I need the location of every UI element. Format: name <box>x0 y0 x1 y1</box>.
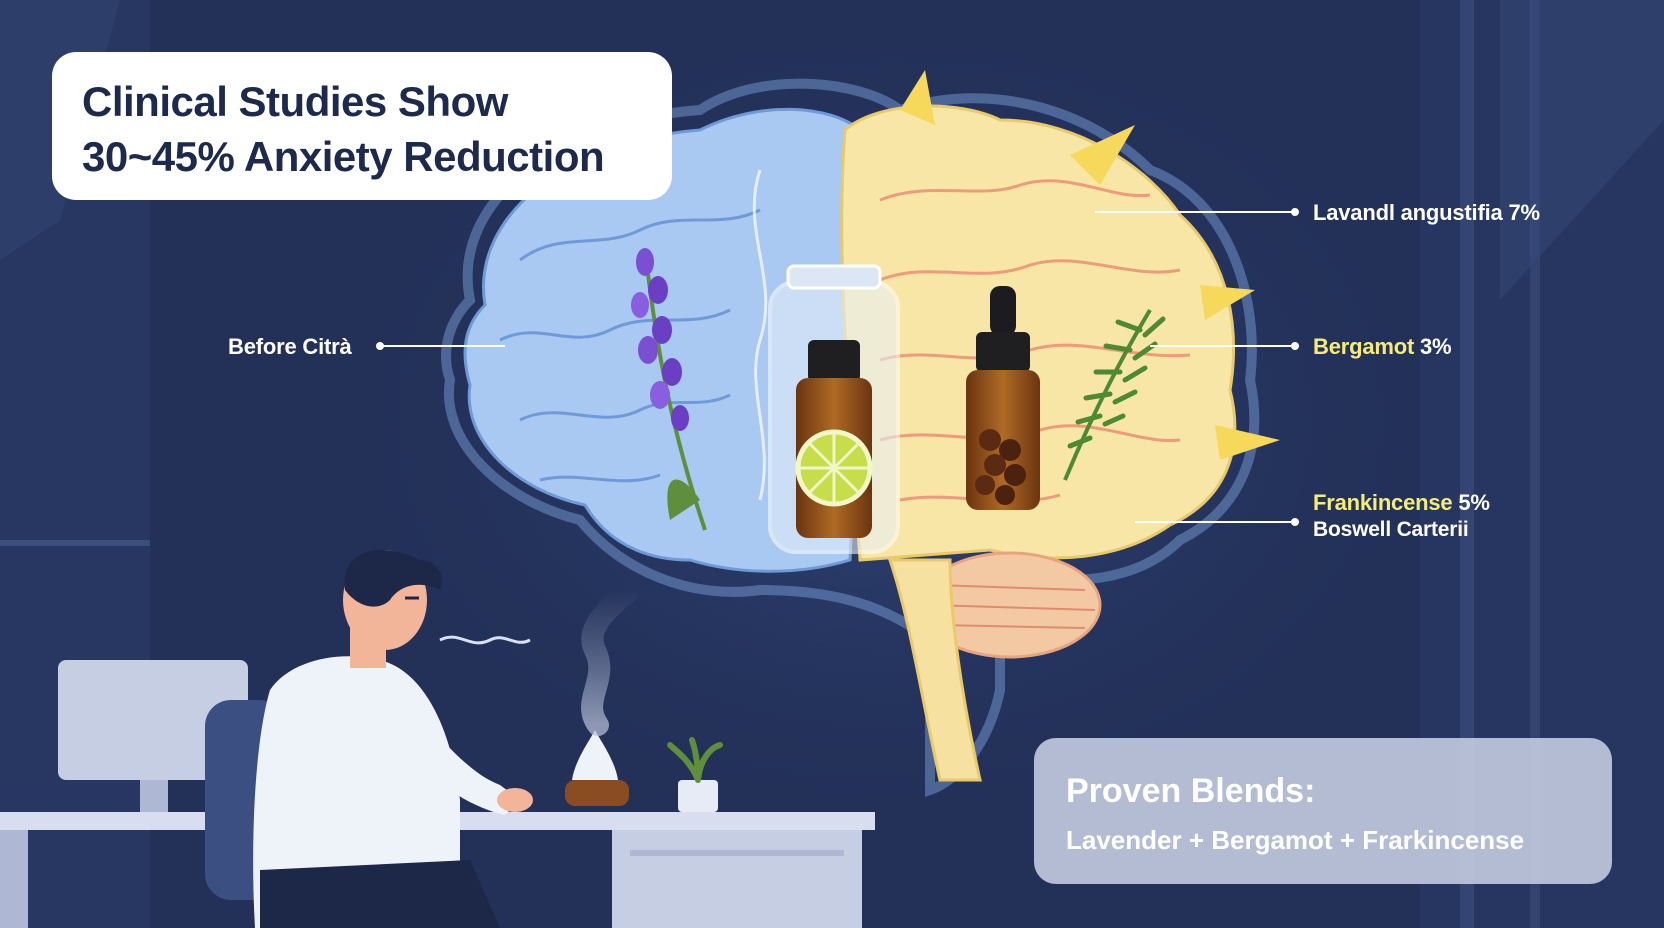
headline-card: Clinical Studies Show 30~45% Anxiety Red… <box>52 52 672 200</box>
label-frankincense-latin: Boswell Carterii <box>1313 518 1469 541</box>
label-bergamot-percent: 3% <box>1420 334 1452 359</box>
label-lavender-name: Lavandl angustifia <box>1313 200 1503 225</box>
citrus-oil-jar <box>768 264 900 554</box>
label-bergamot: Bergamot 3% <box>1313 334 1452 360</box>
label-bergamot-name: Bergamot <box>1313 334 1415 359</box>
desk-scene <box>0 550 875 928</box>
label-lavender-percent: 7% <box>1508 200 1540 225</box>
label-before: Before Citrà <box>228 334 352 359</box>
proven-blends-card: Proven Blends: Lavender + Bergamot + Fra… <box>1034 738 1612 884</box>
leader-lines <box>376 208 1299 526</box>
frankincense-oil-bottle <box>966 286 1040 510</box>
headline-line-2: 30~45% Anxiety Reduction <box>82 133 605 180</box>
label-frankincense-percent: 5% <box>1458 490 1490 515</box>
proven-blends-items: Lavender + Bergamot + Frarkincense <box>1066 825 1525 855</box>
label-frankincense-name: Frankincense <box>1313 490 1453 515</box>
label-lavender: Lavandl angustifia 7% <box>1313 200 1540 226</box>
lavender-sprig <box>631 248 707 531</box>
label-frankincense: Frankincense 5% <box>1313 490 1490 516</box>
headline-line-1: Clinical Studies Show <box>82 78 508 125</box>
herb-sprig <box>1063 308 1166 481</box>
proven-blends-title: Proven Blends: <box>1066 772 1316 810</box>
